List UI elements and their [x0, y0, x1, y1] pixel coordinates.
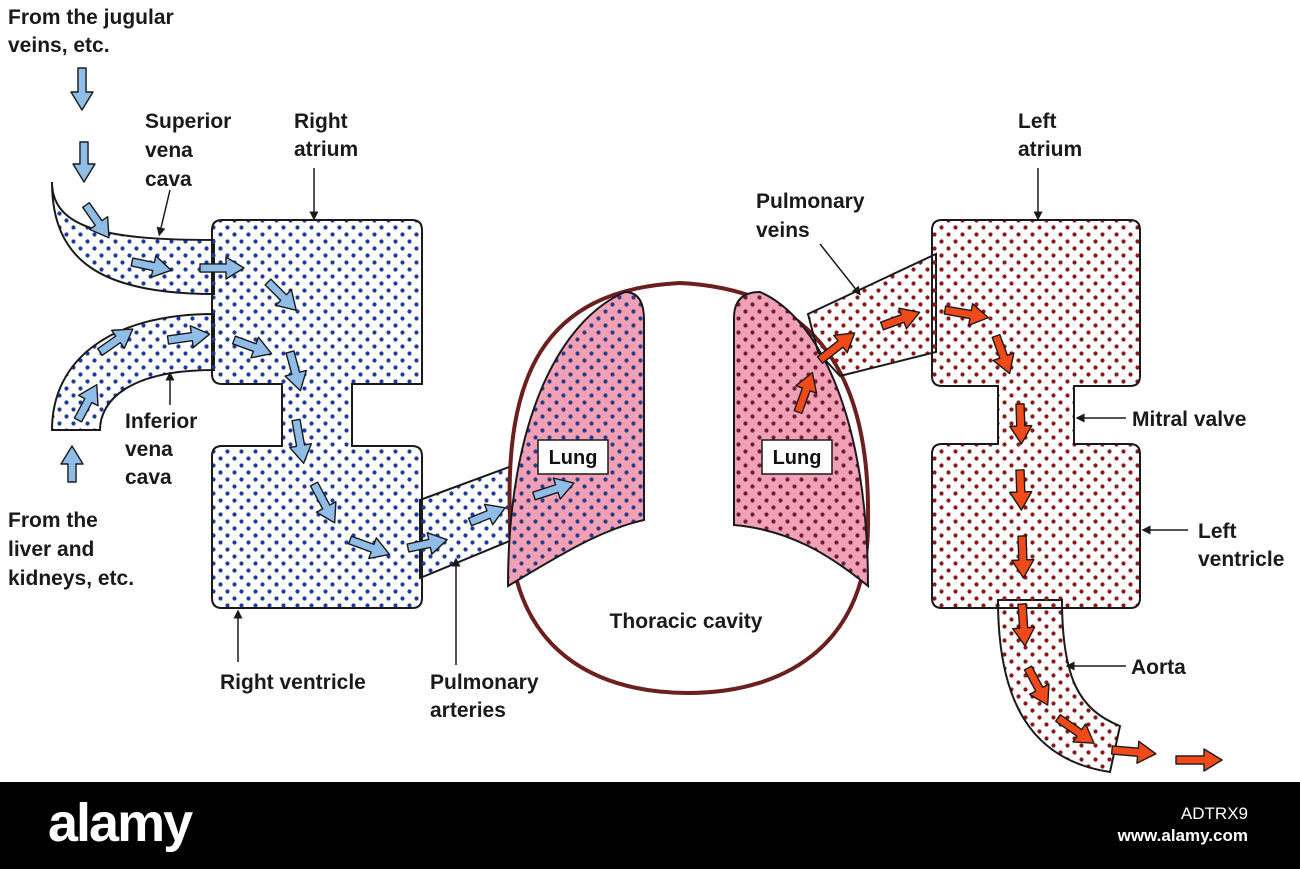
orange-flow-arrow-2 — [879, 307, 921, 331]
blue-flow-arrow-1 — [70, 67, 94, 111]
jugular-veins-label: From the jugular veins, etc. — [8, 6, 180, 57]
orange-flow-arrow-4 — [991, 333, 1015, 375]
orange-flow-arrow-8 — [1012, 603, 1036, 647]
blue-flow-arrow-15 — [96, 328, 134, 357]
leader-pulmonary-veins — [819, 243, 861, 296]
blue-flow-arrow-10 — [309, 481, 337, 524]
right-atrium-ventricle-chamber — [211, 219, 423, 609]
aorta-label: Aorta — [1131, 656, 1186, 679]
stock-footer-bar: alamy ADTRX9 www.alamy.com — [0, 782, 1300, 869]
blue-flow-arrow-18 — [60, 445, 84, 483]
blue-flow-arrow-13 — [467, 503, 506, 527]
orange-flow-arrow-1 — [816, 332, 856, 364]
blue-flow-arrow-11 — [347, 535, 391, 560]
inferior-vena-cava-label: Inferior vena cava — [125, 410, 203, 489]
superior-vena-cava-label: Superior vena cava — [145, 110, 237, 191]
blue-flow-arrow-7 — [231, 335, 273, 359]
orange-flow-arrow-9 — [1023, 665, 1050, 706]
orange-flow-arrow-7 — [1011, 535, 1035, 579]
superior-vena-cava-vessel — [51, 181, 215, 296]
leader-lines — [156, 168, 1188, 671]
right-ventricle-label: Right ventricle — [220, 671, 366, 694]
liver-kidneys-label: From the liver and kidneys, etc. — [8, 509, 134, 590]
site-url: www.alamy.com — [1117, 826, 1248, 845]
thoracic-cavity — [506, 280, 871, 696]
orange-flow-arrow-10 — [1054, 713, 1095, 744]
orange-flow-arrow-6 — [1009, 469, 1033, 511]
thoracic-cavity-label: Thoracic cavity — [610, 610, 763, 633]
leader-superior-vena-cava — [156, 189, 171, 237]
blue-flow-arrow-3 — [81, 201, 110, 239]
orange-flow-arrow-11 — [1110, 740, 1157, 764]
blue-flow-arrow-5 — [199, 256, 245, 280]
right-atrium-label: Right atrium — [294, 110, 358, 161]
lung-left-shape — [506, 290, 645, 588]
aorta-vessel — [996, 599, 1122, 774]
blue-flow-arrow-12 — [406, 531, 448, 555]
left-atrium-ventricle-chamber — [931, 219, 1141, 609]
orange-flow-arrow-5 — [1009, 403, 1033, 445]
orange-flow-arrow-13 — [793, 371, 818, 415]
lung-right-shape — [733, 290, 870, 589]
blue-flow-arrow-2 — [72, 141, 96, 183]
blue-flow-arrow-17 — [73, 383, 99, 423]
blue-flow-arrow-4 — [130, 255, 172, 279]
left-ventricle-label: Left ventricle — [1198, 520, 1284, 571]
blue-flow-arrow-6 — [264, 278, 297, 311]
blue-flow-arrow-14 — [532, 477, 575, 501]
alamy-logo: alamy — [48, 793, 193, 853]
left-atrium-label: Left atrium — [1018, 110, 1082, 161]
lung-left-label: Lung — [549, 447, 598, 469]
blue-flow-arrow-16 — [166, 325, 211, 349]
orange-flow-arrow-12 — [1175, 748, 1223, 772]
mitral-valve-label: Mitral valve — [1132, 408, 1246, 431]
circulation-diagram: Lung Lung From the jugular veins, etc. S… — [8, 6, 1284, 774]
blue-flow-arrow-8 — [284, 350, 308, 392]
orange-flow-arrow-3 — [943, 302, 990, 327]
blue-flow-arrow-9 — [288, 418, 313, 465]
lung-right-label: Lung — [773, 447, 822, 469]
pulmonary-arteries-label: Pulmonary arteries — [430, 671, 544, 722]
lung-right-label-box: Lung — [761, 439, 833, 475]
right-heart — [50, 181, 513, 609]
deoxygenated-flow-arrows — [60, 67, 575, 560]
pulmonary-veins-label: Pulmonary veins — [756, 190, 870, 242]
lung-left-label-box: Lung — [537, 439, 609, 475]
oxygenated-flow-arrows — [793, 302, 1223, 772]
pulmonary-artery-vessel — [419, 464, 513, 580]
image-id: ADTRX9 — [1180, 804, 1248, 823]
